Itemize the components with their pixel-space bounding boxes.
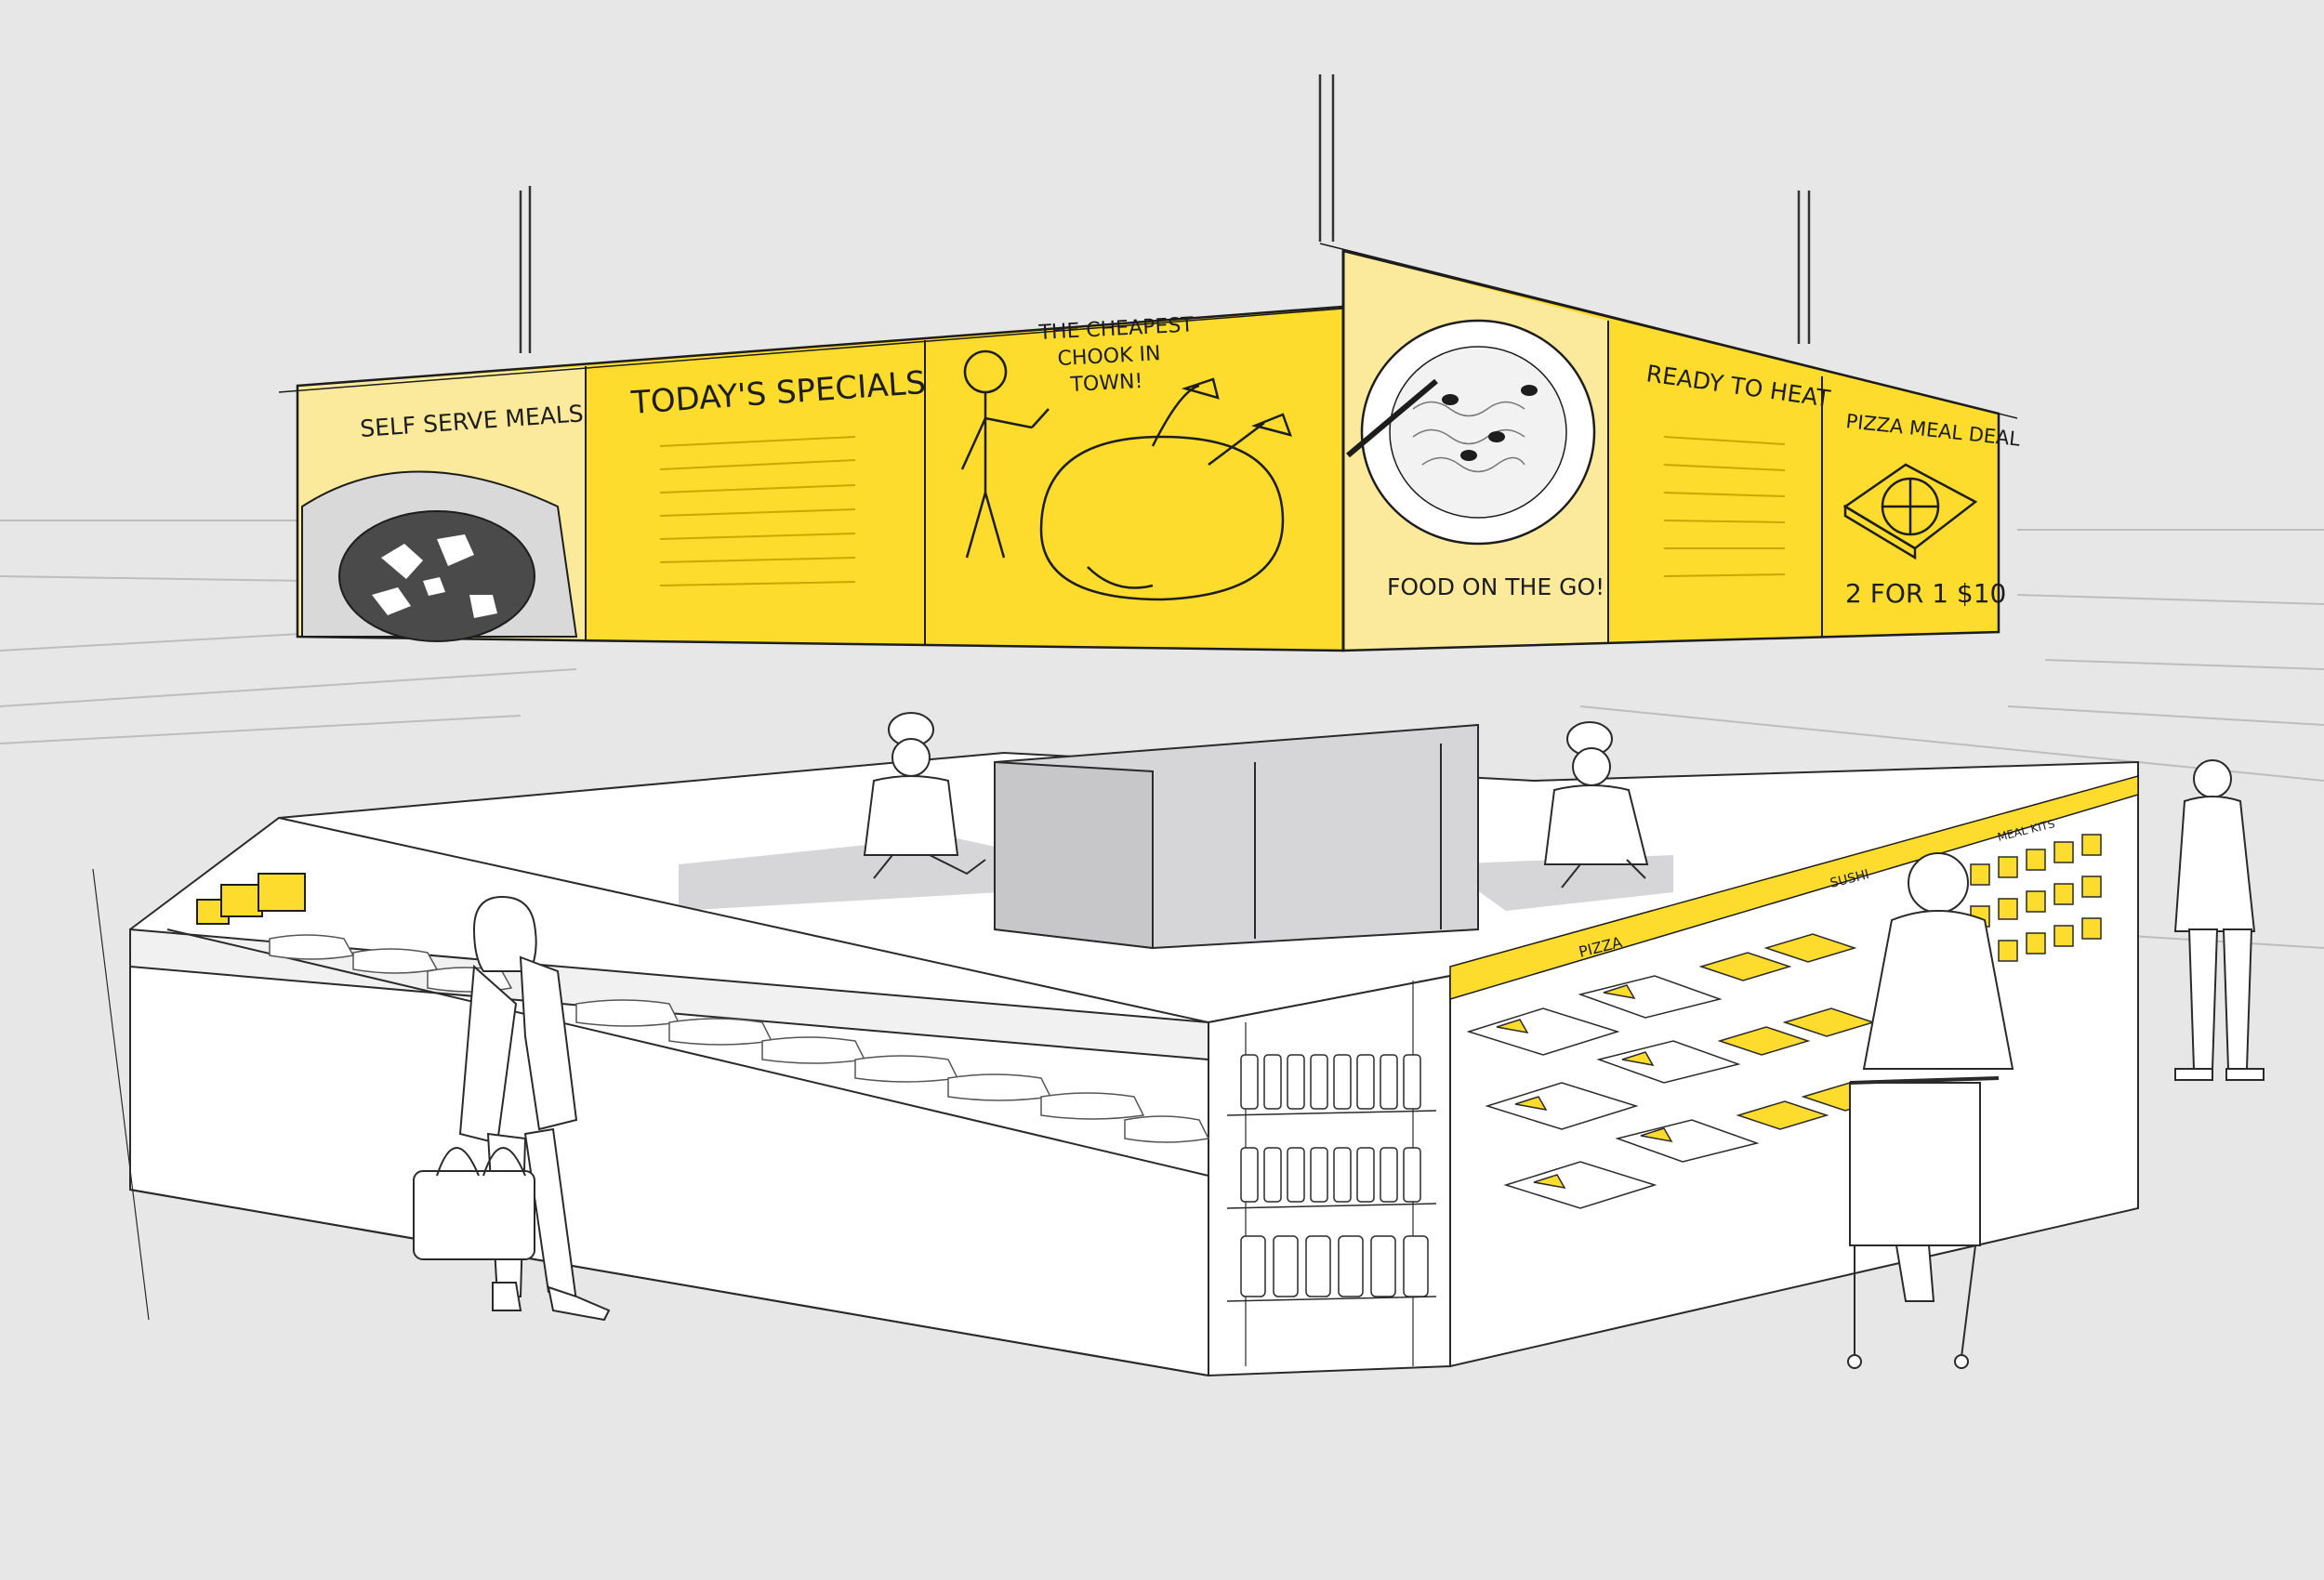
pasta-plate-icon bbox=[1346, 319, 1596, 546]
shopper-woman bbox=[413, 895, 611, 1322]
chook-line-3: TOWN! bbox=[1069, 370, 1143, 397]
specials-lines bbox=[659, 436, 856, 586]
chook-line-2: CHOOK IN bbox=[1057, 342, 1161, 371]
bowl-icon bbox=[301, 470, 578, 642]
drinks-fridge bbox=[1226, 1054, 1437, 1302]
stick-figure-icon bbox=[960, 349, 1050, 559]
bottle-row bbox=[1240, 1054, 1429, 1297]
shopper-man-trolley bbox=[1847, 852, 2014, 1369]
sign-left-face: SELF SERVE MEALS TODAY'S SPECIALS THE CH… bbox=[278, 305, 1367, 652]
pizza-boxes bbox=[1466, 975, 1760, 1209]
food-on-go-label: FOOD ON THE GO! bbox=[1387, 573, 1604, 600]
shopper-man-standing bbox=[2173, 759, 2265, 1081]
chef-left bbox=[863, 712, 986, 879]
sign-wires bbox=[519, 74, 1811, 353]
ready-lines bbox=[1663, 436, 1786, 577]
chef-right bbox=[1543, 721, 1649, 889]
shelf-label-strip: PIZZA SUSHI MEAL KITS bbox=[1449, 775, 2139, 1001]
central-display-box bbox=[994, 723, 1479, 950]
self-serve-containers bbox=[196, 873, 306, 925]
pizza-price: 2 FOR 1 $10 bbox=[1845, 578, 2006, 609]
roast-chicken-icon bbox=[1039, 377, 1292, 601]
sign-right-face: FOOD ON THE GO! READY TO HEAT PIZZA MEAL… bbox=[1319, 243, 2022, 652]
pizza-box-icon bbox=[1842, 463, 1978, 560]
bain-marie-trays bbox=[269, 934, 1210, 1143]
